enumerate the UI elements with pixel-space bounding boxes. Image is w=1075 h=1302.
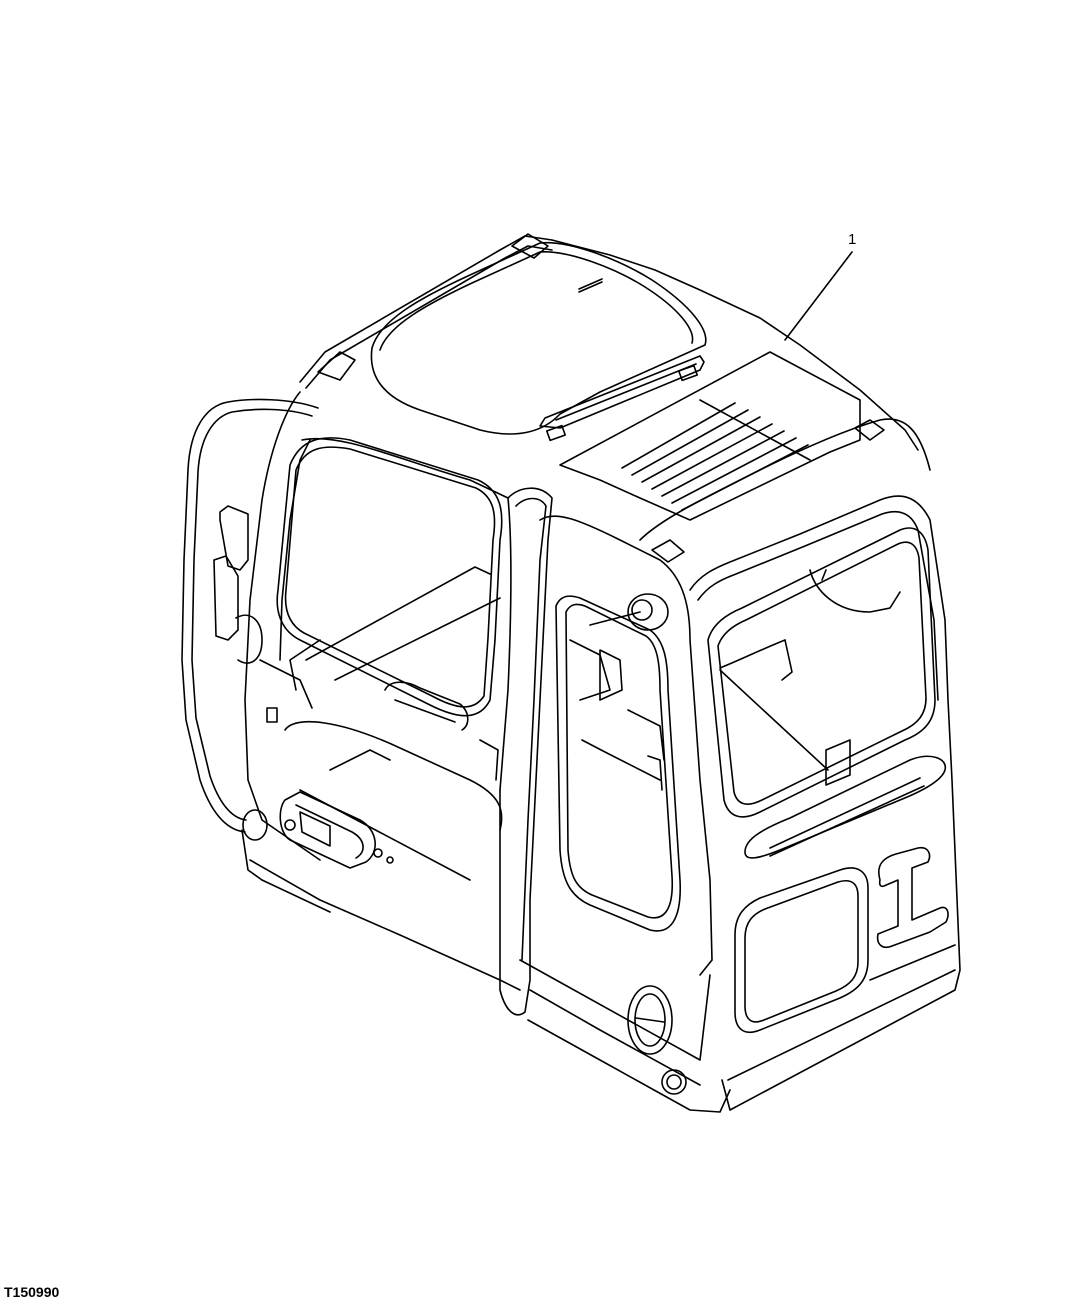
rear-lower-window xyxy=(735,868,868,1032)
mirror-mount xyxy=(628,594,668,630)
door-and-handrail xyxy=(182,400,520,990)
callout-number: 1 xyxy=(848,231,857,248)
rear-panel xyxy=(690,496,960,1110)
figure-id: T150990 xyxy=(4,1284,60,1300)
rear-window xyxy=(708,528,935,817)
front-windshield xyxy=(277,438,502,716)
roof-window xyxy=(371,243,705,434)
side-window xyxy=(556,596,680,931)
badge-emblem xyxy=(628,986,672,1054)
callout-leader-line xyxy=(785,252,852,340)
side-panel xyxy=(500,488,730,1112)
roof-vent-slats xyxy=(622,400,810,510)
handrail xyxy=(182,400,318,832)
center-pillar xyxy=(500,488,552,1015)
roof xyxy=(300,234,930,562)
front-window-frame xyxy=(245,392,511,880)
door-latch-panel xyxy=(280,792,375,868)
